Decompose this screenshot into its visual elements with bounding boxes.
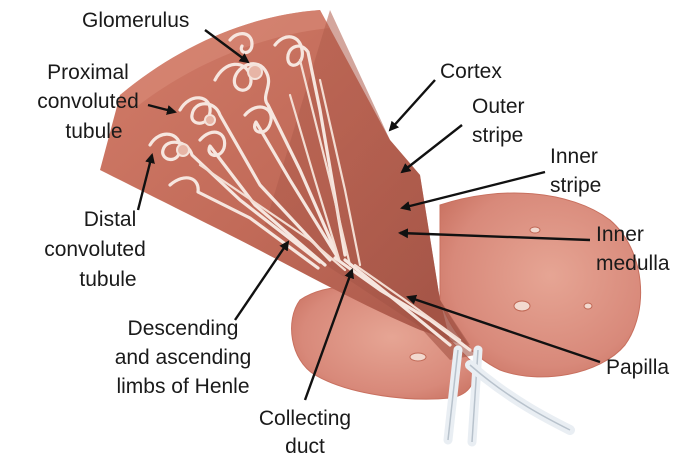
label-henle-3: limbs of Henle xyxy=(116,375,249,398)
label-inner-stripe-1: Inner xyxy=(550,145,598,168)
cortex-arrow xyxy=(390,80,435,130)
label-pct-2: convoluted xyxy=(37,90,139,113)
label-inner-medulla-2: medulla xyxy=(596,252,670,275)
outer-stripe-arrow xyxy=(402,125,462,172)
vessel-spot xyxy=(530,227,540,233)
label-outer-stripe-2: stripe xyxy=(472,124,523,147)
glomerulus-dot xyxy=(177,144,189,156)
henle-arrow xyxy=(235,242,288,320)
label-dct-1: Distal xyxy=(84,208,137,231)
label-dct-3: tubule xyxy=(79,268,136,291)
label-henle-1: Descending xyxy=(128,317,239,340)
vessel-spot xyxy=(584,303,592,309)
vessel-spot xyxy=(514,301,530,311)
label-dct-2: convoluted xyxy=(44,238,146,261)
label-pct-1: Proximal xyxy=(47,61,129,84)
label-cortex: Cortex xyxy=(440,60,502,83)
label-outer-stripe-1: Outer xyxy=(472,95,525,118)
label-collecting-2: duct xyxy=(285,435,325,458)
glomerulus-dot xyxy=(205,115,215,125)
label-papilla: Papilla xyxy=(606,356,669,379)
glomerulus-dot xyxy=(248,65,262,79)
label-pct-3: tubule xyxy=(65,120,122,143)
label-henle-2: and ascending xyxy=(115,346,252,369)
label-collecting-1: Collecting xyxy=(259,407,351,430)
label-inner-medulla-1: Inner xyxy=(596,223,644,246)
vessel-spot xyxy=(410,353,426,361)
label-inner-stripe-2: stripe xyxy=(550,174,601,197)
label-glomerulus: Glomerulus xyxy=(82,9,189,32)
